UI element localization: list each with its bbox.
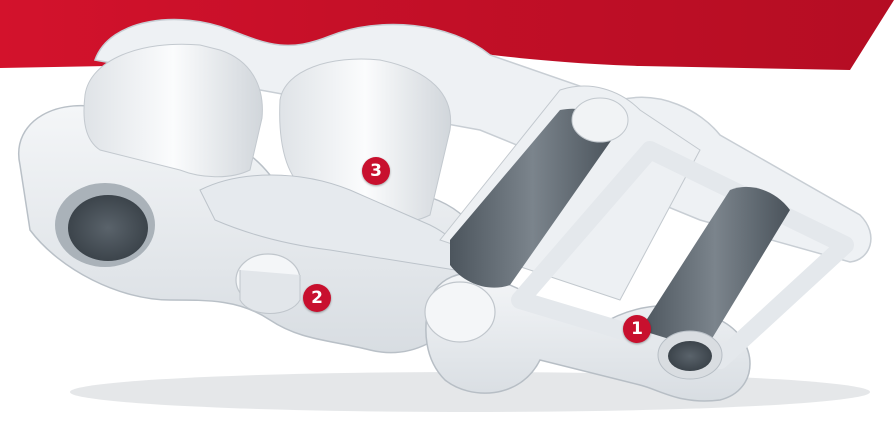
marker-3: 3 [362,157,390,185]
marker-1: 1 [623,315,651,343]
marker-2: 2 [303,284,331,312]
